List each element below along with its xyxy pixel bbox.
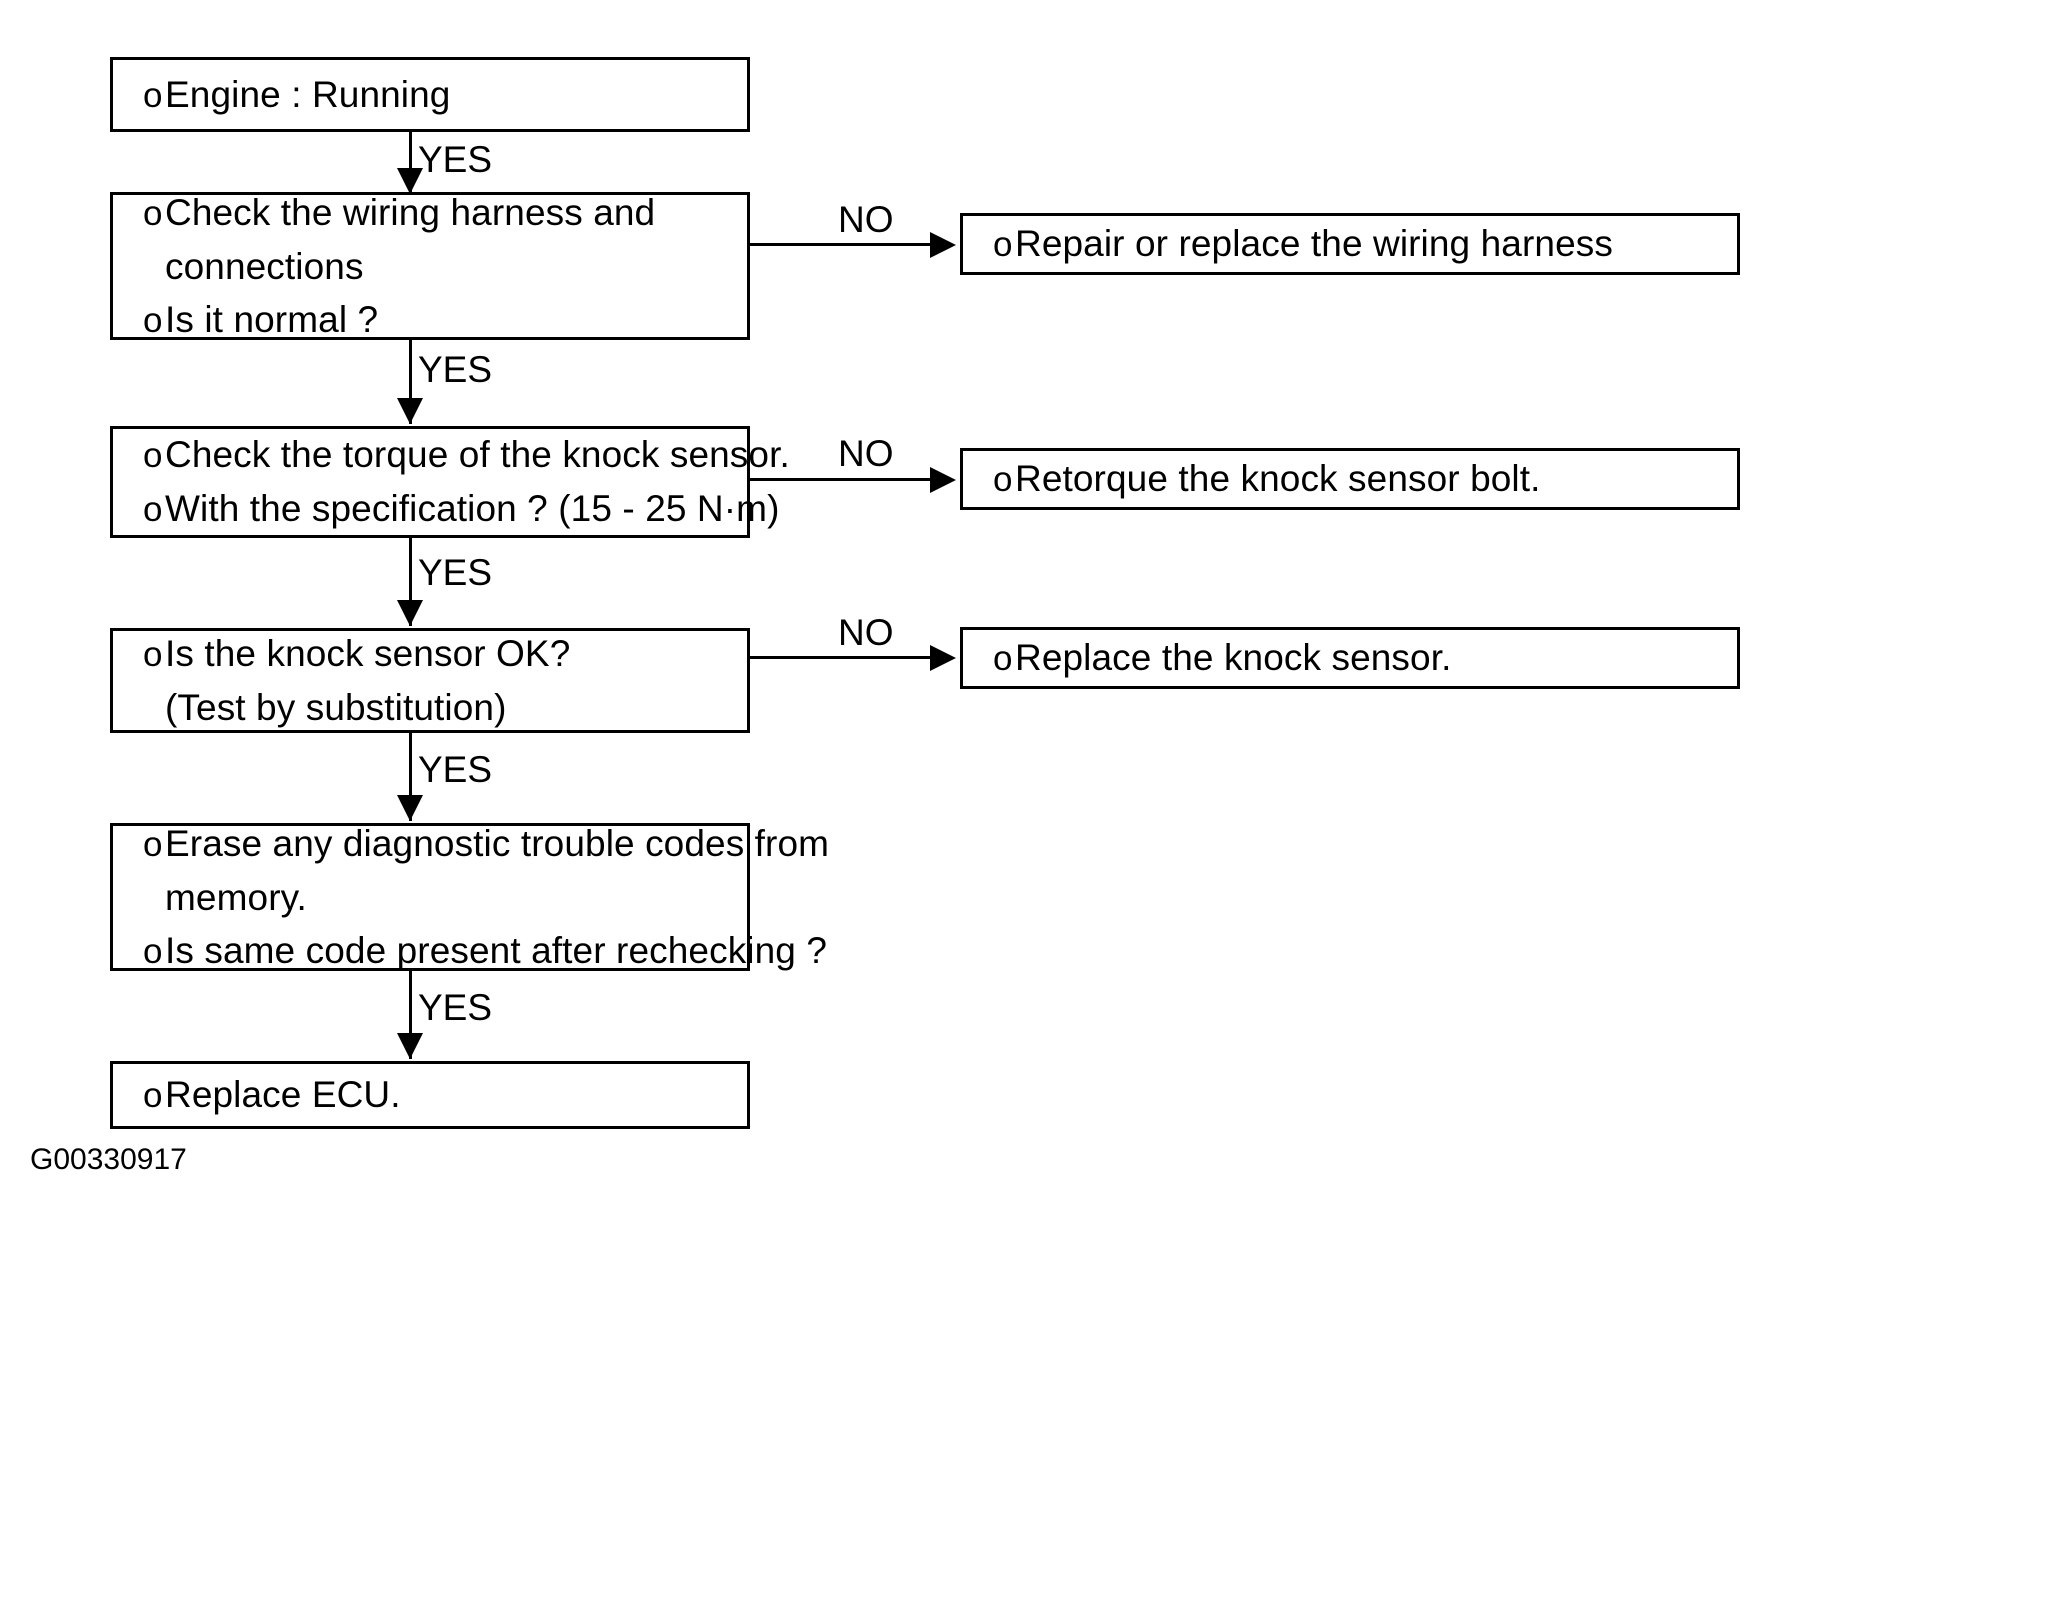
connector-line	[750, 478, 945, 481]
edge-label-yes: YES	[418, 987, 493, 1028]
edge-label-yes: YES	[418, 139, 493, 180]
node-line: (Test by substitution)	[113, 681, 747, 734]
node-line: o Replace the knock sensor.	[963, 631, 1737, 685]
bullet-glyph: o	[143, 75, 163, 115]
node-line-text: Is the knock sensor OK?	[165, 633, 571, 674]
bullet-glyph: o	[143, 1076, 163, 1115]
node-line-text: Check the wiring harness and	[165, 191, 656, 233]
edge-label-no: NO	[838, 612, 894, 653]
connector-line	[409, 340, 412, 424]
arrow-down-icon	[397, 1033, 423, 1059]
node-line-text: Engine : Running	[165, 73, 451, 115]
arrow-down-icon	[397, 600, 423, 626]
node-engine-running: o Engine : Running	[110, 57, 750, 132]
node-line-text: Replace ECU.	[165, 1074, 401, 1115]
node-line: memory.	[113, 871, 747, 924]
arrow-down-icon	[397, 795, 423, 821]
node-check-torque: o Check the torque of the knock sensor. …	[110, 426, 790, 538]
bullet-glyph: o	[993, 639, 1013, 678]
edge-label-no: NO	[838, 199, 894, 240]
arrow-right-icon	[930, 645, 956, 671]
node-line-text: Replace the knock sensor.	[1015, 637, 1452, 678]
node-line: o Check the wiring harness and	[113, 186, 747, 240]
node-line: connections	[113, 240, 747, 293]
bullet-glyph: o	[993, 460, 1013, 499]
bullet-glyph: o	[993, 225, 1013, 264]
bullet-glyph: o	[143, 824, 163, 864]
node-erase-codes: o Erase any diagnostic trouble codes fro…	[110, 823, 829, 971]
connector-line	[750, 243, 945, 246]
edge-label-yes: YES	[418, 749, 493, 790]
bullet-glyph: o	[143, 300, 163, 340]
node-line: o Erase any diagnostic trouble codes fro…	[113, 817, 829, 871]
arrow-down-icon	[397, 168, 423, 194]
node-line: o Is it normal ?	[113, 293, 747, 347]
bullet-glyph: o	[143, 635, 163, 674]
bullet-glyph: o	[143, 931, 163, 971]
bullet-glyph: o	[143, 436, 163, 475]
node-replace-ecu: o Replace ECU.	[110, 1061, 750, 1129]
node-line: o With the specification ? (15 - 25 N·m)	[113, 482, 779, 536]
node-line-text: memory.	[165, 876, 307, 918]
node-retorque-bolt: o Retorque the knock sensor bolt.	[960, 448, 1740, 510]
node-check-wiring: o Check the wiring harness and connectio…	[110, 192, 750, 340]
node-line-text: connections	[165, 245, 364, 287]
node-sensor-ok: o Is the knock sensor OK? (Test by subst…	[110, 628, 750, 733]
node-line: o Repair or replace the wiring harness	[963, 217, 1737, 271]
node-line: o Check the torque of the knock sensor.	[113, 428, 790, 482]
node-line: o Is same code present after rechecking …	[113, 924, 827, 978]
connector-line	[409, 132, 412, 194]
node-line-text: Check the torque of the knock sensor.	[165, 434, 790, 475]
node-replace-sensor: o Replace the knock sensor.	[960, 627, 1740, 689]
node-line-text: Repair or replace the wiring harness	[1015, 223, 1613, 264]
node-line-text: With the specification ? (15 - 25 N·m)	[165, 488, 780, 529]
figure-caption: G00330917	[30, 1143, 187, 1176]
edge-label-yes: YES	[418, 552, 493, 593]
arrow-right-icon	[930, 232, 956, 258]
node-line-text: Is same code present after rechecking ?	[165, 929, 828, 971]
connector-line	[750, 656, 945, 659]
connector-line	[409, 538, 412, 626]
connector-line	[409, 733, 412, 821]
arrow-right-icon	[930, 467, 956, 493]
node-line-text: (Test by substitution)	[165, 687, 507, 728]
node-line-text: Erase any diagnostic trouble codes from	[165, 822, 830, 864]
edge-label-yes: YES	[418, 349, 493, 390]
node-repair-wiring: o Repair or replace the wiring harness	[960, 213, 1740, 275]
node-line: o Retorque the knock sensor bolt.	[963, 452, 1737, 506]
node-line-text: Retorque the knock sensor bolt.	[1015, 458, 1541, 499]
node-line: o Replace ECU.	[113, 1068, 747, 1122]
node-line: o Is the knock sensor OK?	[113, 627, 747, 681]
edge-label-no: NO	[838, 433, 894, 474]
node-line: o Engine : Running	[113, 68, 747, 122]
connector-line	[409, 971, 412, 1059]
bullet-glyph: o	[143, 490, 163, 529]
bullet-glyph: o	[143, 193, 163, 233]
arrow-down-icon	[397, 398, 423, 424]
node-line-text: Is it normal ?	[165, 298, 379, 340]
